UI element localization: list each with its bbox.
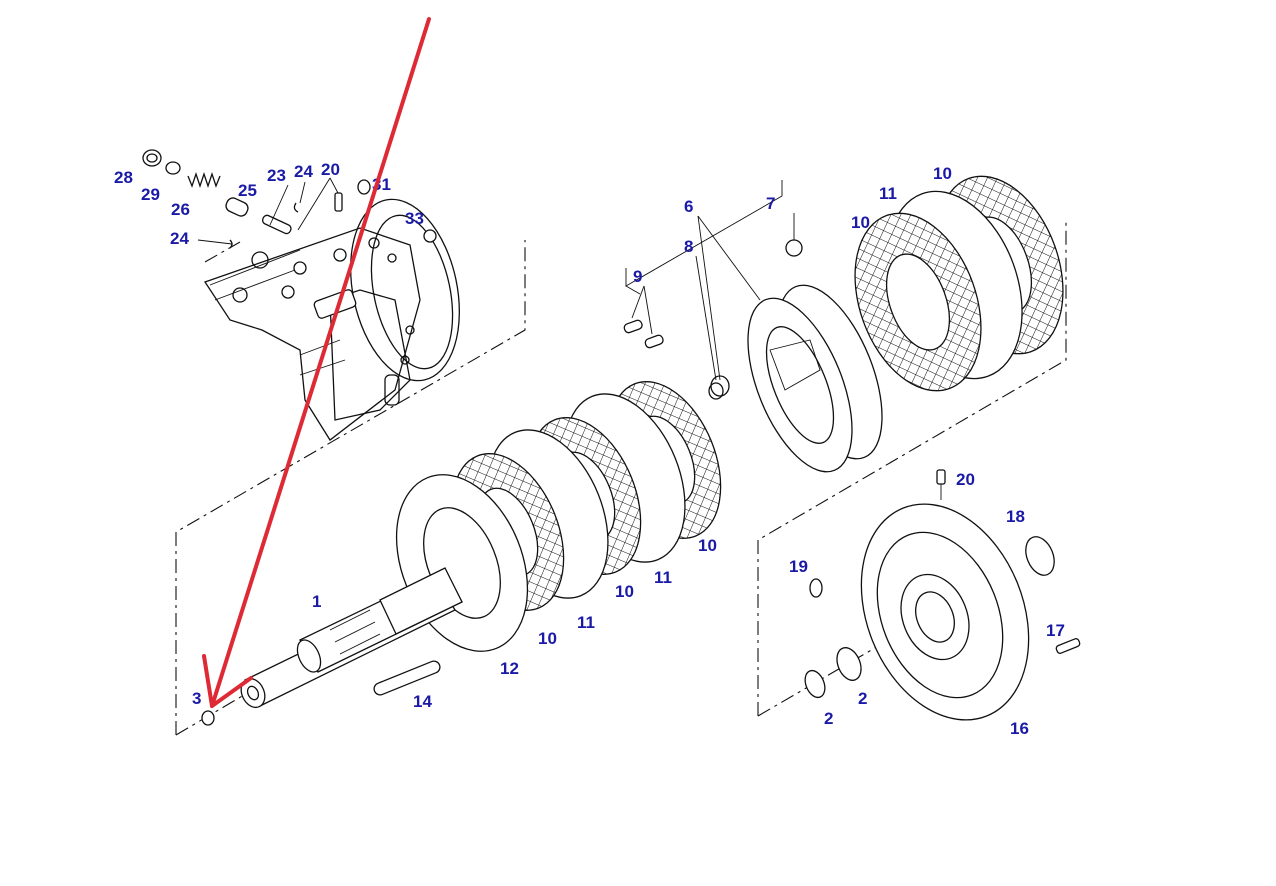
clip-24-top bbox=[293, 202, 299, 213]
callout-24-top: 24 bbox=[294, 162, 313, 181]
leader-lines bbox=[197, 177, 942, 500]
callout-10-upper-left: 10 bbox=[851, 213, 870, 232]
callout-2-left: 2 bbox=[824, 709, 833, 728]
brake-cover bbox=[860, 503, 1030, 721]
callout-24-left: 24 bbox=[170, 229, 189, 248]
callout-7: 7 bbox=[766, 194, 775, 213]
callout-11-upper: 11 bbox=[879, 184, 897, 203]
callout-20-cover: 20 bbox=[956, 470, 975, 489]
bolt-17 bbox=[1055, 638, 1081, 654]
callout-2-right: 2 bbox=[858, 689, 867, 708]
callout-9: 9 bbox=[633, 267, 642, 286]
callout-19: 19 bbox=[789, 557, 808, 576]
pins-9 bbox=[623, 319, 664, 349]
nut-33 bbox=[423, 229, 437, 243]
callout-6: 6 bbox=[684, 197, 693, 216]
callout-10-lower-a: 10 bbox=[538, 629, 557, 648]
nut-31 bbox=[357, 179, 371, 195]
o-ring-2-a bbox=[804, 669, 826, 699]
callout-16: 16 bbox=[1010, 719, 1029, 738]
screw-20-top bbox=[334, 192, 343, 212]
callout-11-lower-b: 11 bbox=[654, 568, 672, 587]
upper-disc-pack bbox=[854, 175, 1064, 392]
screw-20-cover bbox=[936, 469, 946, 485]
ball-7 bbox=[785, 239, 803, 257]
callout-29: 29 bbox=[141, 185, 160, 204]
axle-housing bbox=[203, 198, 460, 441]
valve-small-parts bbox=[142, 149, 437, 249]
callout-26: 26 bbox=[171, 200, 190, 219]
callout-8: 8 bbox=[684, 237, 693, 256]
washer-29 bbox=[165, 161, 181, 175]
callout-14: 14 bbox=[413, 692, 432, 711]
callout-33: 33 bbox=[405, 209, 424, 228]
callout-11-lower-a: 11 bbox=[577, 613, 595, 632]
plug-3 bbox=[201, 710, 215, 726]
seal-18 bbox=[1025, 536, 1055, 576]
sleeve-25 bbox=[225, 197, 249, 217]
callout-labels: 28 29 26 25 23 24 20 3 1 33 24 6 7 8 9 10… bbox=[114, 160, 1065, 738]
callout-3: 3 bbox=[192, 689, 201, 708]
callout-12: 12 bbox=[500, 659, 519, 678]
callout-23: 23 bbox=[267, 166, 286, 185]
axle-shaft bbox=[240, 567, 463, 709]
cap-nut-28 bbox=[142, 149, 162, 167]
pin-23 bbox=[261, 214, 292, 235]
callout-25: 25 bbox=[238, 181, 257, 200]
o-ring-2-b bbox=[836, 647, 862, 681]
lower-disc-pack bbox=[395, 381, 722, 652]
pin-14 bbox=[373, 660, 441, 696]
brake-piston bbox=[747, 284, 883, 473]
red-pointer-arrow bbox=[202, 17, 431, 708]
callout-17: 17 bbox=[1046, 621, 1065, 640]
spring-26 bbox=[187, 171, 221, 189]
o-ring-19 bbox=[809, 578, 823, 598]
callout-28: 28 bbox=[114, 168, 133, 187]
callout-18: 18 bbox=[1006, 507, 1025, 526]
callout-20-top: 20 bbox=[321, 160, 340, 179]
callout-10-lower-b: 10 bbox=[615, 582, 634, 601]
callout-1: 1 bbox=[312, 592, 321, 611]
callout-10-upper-top: 10 bbox=[933, 164, 952, 183]
callout-10-lower-c: 10 bbox=[698, 536, 717, 555]
spring-clip-8 bbox=[708, 375, 730, 400]
